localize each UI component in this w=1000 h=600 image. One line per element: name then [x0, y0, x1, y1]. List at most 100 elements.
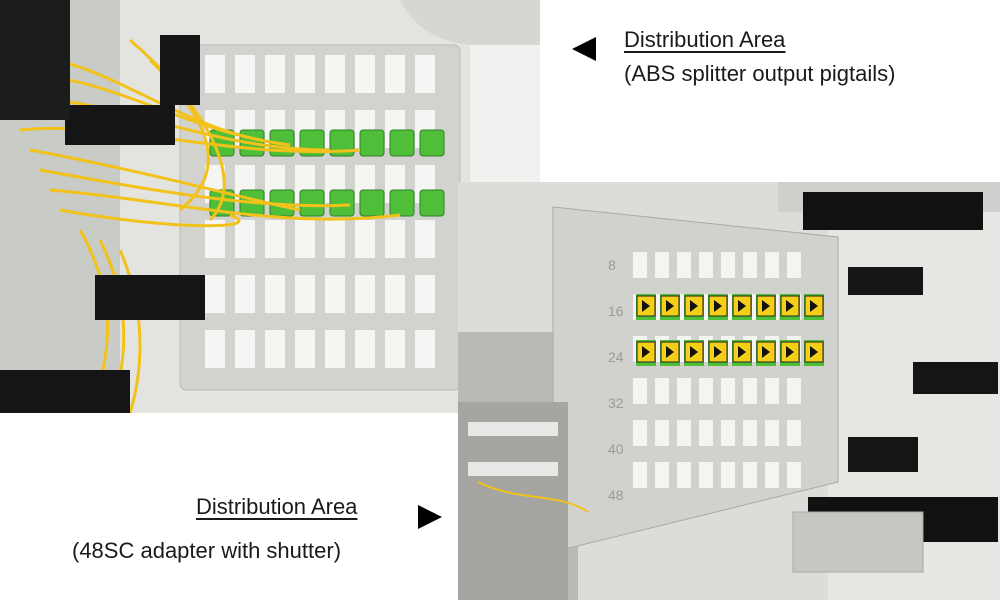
caption-bottom-subtitle: (48SC adapter with shutter)	[72, 538, 342, 563]
door-slot	[721, 252, 735, 278]
green-sc-adapter	[299, 189, 325, 217]
door-slot	[721, 378, 735, 404]
green-sc-adapter	[419, 129, 445, 157]
door-slot	[699, 378, 713, 404]
laser-warning-icon	[714, 346, 722, 358]
panel-slot	[355, 55, 375, 93]
panel-slot	[205, 330, 225, 368]
panel-slot	[265, 55, 285, 93]
panel-slot	[415, 330, 435, 368]
row-label: 32	[608, 395, 624, 411]
caption-top: Distribution Area (ABS splitter output p…	[624, 27, 895, 87]
laser-warning-icon	[738, 346, 746, 358]
green-sc-adapter	[389, 189, 415, 217]
row-label: 16	[608, 303, 624, 319]
caption-top-title: Distribution Area	[624, 27, 786, 52]
panel-slot	[295, 220, 315, 258]
door-slot	[677, 252, 691, 278]
caption-top-subtitle: (ABS splitter output pigtails)	[624, 61, 896, 86]
panel-slot	[295, 330, 315, 368]
door-slot	[699, 462, 713, 488]
panel-slot	[265, 220, 285, 258]
panel-slot	[235, 55, 255, 93]
laser-warning-icon	[762, 346, 770, 358]
laser-warning-icon	[642, 300, 650, 312]
panel-slot	[385, 275, 405, 313]
laser-warning-icon	[690, 346, 698, 358]
panel-slot	[325, 55, 345, 93]
laser-warning-icon	[738, 300, 746, 312]
door-slot	[655, 420, 669, 446]
panel-slot	[295, 275, 315, 313]
panel-slot	[355, 275, 375, 313]
door-slot	[765, 420, 779, 446]
caption-bottom-title: Distribution Area	[196, 494, 358, 519]
panel-slot	[355, 220, 375, 258]
green-sc-adapter	[329, 189, 355, 217]
green-sc-adapter	[359, 189, 385, 217]
laser-warning-icon	[690, 300, 698, 312]
panel-slot	[415, 220, 435, 258]
door-slot	[721, 462, 735, 488]
brush-seal-top	[803, 192, 983, 230]
arrow-right-icon	[418, 505, 442, 529]
panel-slot	[295, 55, 315, 93]
laser-warning-icon	[786, 346, 794, 358]
green-sc-adapter	[389, 129, 415, 157]
door-slot	[633, 252, 647, 278]
laser-warning-icon	[762, 300, 770, 312]
door-slot	[787, 420, 801, 446]
panel-slot	[265, 275, 285, 313]
door-slot	[765, 462, 779, 488]
laser-warning-icon	[810, 300, 818, 312]
door-slot	[677, 462, 691, 488]
row-label: 24	[608, 349, 624, 365]
laser-warning-icon	[666, 346, 674, 358]
green-sc-adapter	[359, 129, 385, 157]
cable-clip-lower	[95, 275, 205, 320]
panel-slot	[205, 55, 225, 93]
panel-slot	[325, 275, 345, 313]
cable-clip	[65, 105, 175, 145]
green-sc-adapter	[419, 189, 445, 217]
panel-slot	[415, 55, 435, 93]
panel-slot	[355, 330, 375, 368]
panel-slot	[205, 220, 225, 258]
panel-slot	[385, 220, 405, 258]
arrow-left-icon	[572, 37, 596, 61]
door-slot	[699, 420, 713, 446]
sc-adapters-with-shutter	[636, 294, 824, 366]
laser-warning-icon	[810, 346, 818, 358]
panel-slot	[325, 330, 345, 368]
panel-slot	[265, 330, 285, 368]
door-slot	[787, 378, 801, 404]
door-slot	[677, 420, 691, 446]
caption-bottom: Distribution Area (48SC adapter with shu…	[72, 494, 358, 563]
door-slot	[655, 252, 669, 278]
row-label: 40	[608, 441, 624, 457]
panel-slot	[205, 275, 225, 313]
door-slot	[721, 420, 735, 446]
panel-slot	[385, 330, 405, 368]
door-slot	[677, 378, 691, 404]
door-slot	[765, 252, 779, 278]
door-slot	[743, 420, 757, 446]
door-slot	[655, 378, 669, 404]
door-slot	[633, 420, 647, 446]
door-slot	[633, 378, 647, 404]
door-slot	[655, 462, 669, 488]
laser-warning-icon	[666, 300, 674, 312]
panel-slot	[235, 275, 255, 313]
panel-slot	[325, 220, 345, 258]
panel-slot	[235, 220, 255, 258]
panel-slot	[415, 275, 435, 313]
door-slot	[765, 378, 779, 404]
row-label: 48	[608, 487, 624, 503]
door-slot	[743, 378, 757, 404]
door-slot	[743, 252, 757, 278]
laser-warning-icon	[642, 346, 650, 358]
laser-warning-icon	[714, 300, 722, 312]
